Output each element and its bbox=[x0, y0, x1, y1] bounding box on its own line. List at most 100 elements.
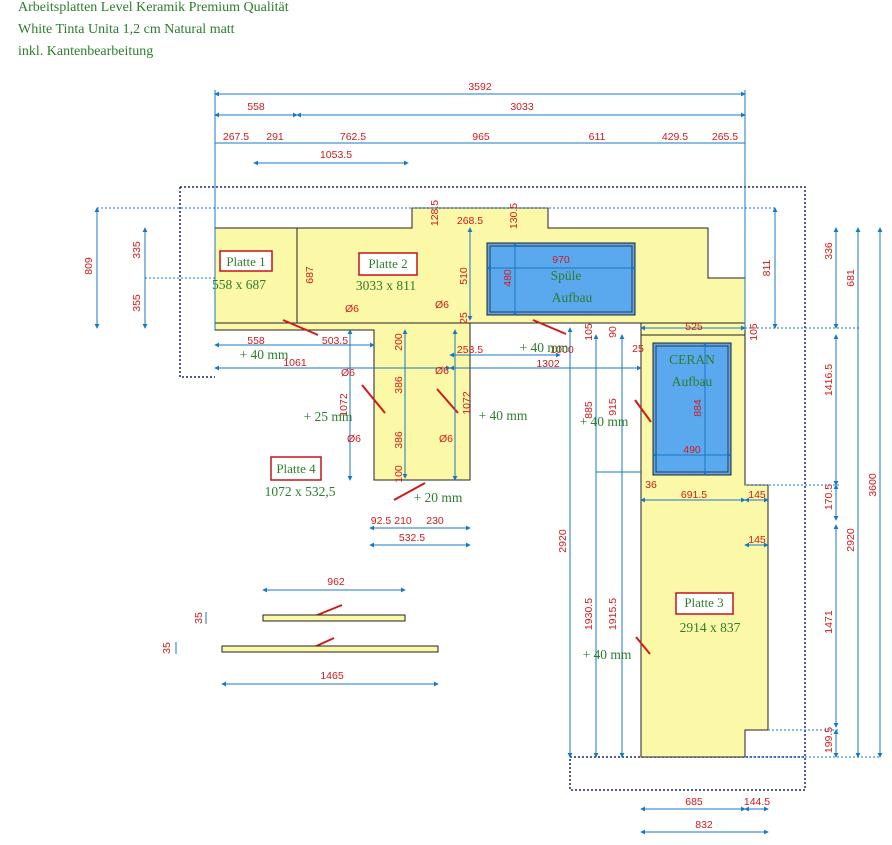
dim-1061: 1061 bbox=[283, 357, 307, 369]
dim-100: 100 bbox=[393, 465, 405, 483]
dim-762: 762.5 bbox=[340, 131, 366, 143]
cut-mark bbox=[282, 319, 319, 336]
dim-d6-d: Ø6 bbox=[435, 365, 449, 377]
dim-right-170: 170.5 bbox=[823, 484, 835, 510]
dim-915: 915 bbox=[607, 398, 619, 416]
ceran-label-2: Aufbau bbox=[672, 374, 713, 389]
dim-36: 36 bbox=[645, 479, 657, 491]
dim-510: 510 bbox=[458, 267, 470, 285]
cut-mark bbox=[393, 482, 426, 501]
cut-mark bbox=[532, 319, 567, 335]
dim-total-width: 3592 bbox=[468, 81, 492, 93]
sink-cutout-inner bbox=[489, 245, 633, 313]
dim-355: 355 bbox=[131, 294, 143, 312]
dim-right-1416: 1416.5 bbox=[823, 364, 835, 396]
dim-335: 335 bbox=[131, 241, 143, 259]
dim-d6-f: Ø6 bbox=[439, 433, 453, 445]
dim-right-1471: 1471 bbox=[823, 610, 835, 634]
dim-1302: 1302 bbox=[536, 358, 560, 370]
plate-2-label: Platte 2 bbox=[368, 256, 407, 271]
dim-230: 230 bbox=[426, 515, 444, 527]
plate-1-size: 558 x 687 bbox=[212, 277, 266, 292]
dim-144: 144.5 bbox=[744, 796, 770, 808]
note-plate-3-lower: + 40 mm bbox=[583, 647, 632, 662]
dim-1915: 1915.5 bbox=[607, 598, 619, 630]
note-plate-3-upper: + 40 mm bbox=[580, 414, 629, 429]
dim-291: 291 bbox=[266, 131, 284, 143]
dim-25b: 25 bbox=[632, 343, 644, 355]
ceran-cutout-inner bbox=[655, 345, 729, 473]
dim-832: 832 bbox=[695, 819, 713, 831]
dim-right-681: 681 bbox=[845, 269, 857, 287]
dim-558-mid: 558 bbox=[247, 335, 265, 347]
plate-4-size: 1072 x 532,5 bbox=[265, 484, 336, 499]
dim-strip-2-width: 1465 bbox=[320, 670, 344, 682]
dim-right-2920: 2920 bbox=[845, 528, 857, 552]
note-plate-4-right: + 40 mm bbox=[479, 408, 528, 423]
ceran-label-1: CERAN bbox=[669, 352, 715, 367]
dim-strip-1-height: 35 bbox=[193, 612, 205, 624]
wall-outline-left bbox=[179, 187, 215, 378]
dim-105b: 105 bbox=[748, 323, 760, 341]
dim-d6-c: Ø6 bbox=[341, 367, 355, 379]
dim-3033-top: 3033 bbox=[510, 101, 534, 113]
dim-right-336: 336 bbox=[823, 242, 835, 260]
plate-3-label: Platte 3 bbox=[684, 595, 723, 610]
dim-811: 811 bbox=[761, 259, 773, 276]
dim-685: 685 bbox=[685, 796, 703, 808]
dim-1053: 1053.5 bbox=[320, 149, 352, 161]
cut-mark bbox=[634, 399, 652, 423]
strip-2 bbox=[221, 645, 439, 653]
dim-200: 200 bbox=[393, 333, 405, 351]
dim-145a: 145 bbox=[748, 489, 766, 501]
plate-2-size: 3033 x 811 bbox=[356, 278, 416, 293]
plate-4-label: Platte 4 bbox=[276, 461, 316, 476]
dim-532: 532.5 bbox=[399, 532, 425, 544]
plate-4-label-box bbox=[270, 456, 322, 481]
dim-386b: 386 bbox=[393, 431, 405, 449]
dim-25: 25 bbox=[458, 312, 470, 324]
dim-210: 210 bbox=[394, 515, 412, 527]
dim-611: 611 bbox=[589, 131, 606, 143]
dim-1930: 1930.5 bbox=[583, 598, 595, 630]
dim-809: 809 bbox=[83, 257, 95, 275]
dim-558-top: 558 bbox=[247, 101, 265, 113]
dim-2920-left: 2920 bbox=[557, 529, 569, 553]
header-line-1: Arbeitsplatten Level Keramik Premium Qua… bbox=[18, 0, 289, 15]
dim-d6-b: Ø6 bbox=[435, 299, 449, 311]
plate-2-label-box bbox=[358, 252, 418, 276]
dim-ceran-height: 884 bbox=[692, 399, 704, 417]
dim-d6-e: Ø6 bbox=[347, 433, 361, 445]
dim-1072b: 1072 bbox=[461, 391, 473, 415]
note-plate-2-mid: + 40 mm bbox=[520, 340, 569, 355]
dim-90: 90 bbox=[607, 326, 619, 338]
cut-mark bbox=[635, 636, 651, 655]
cut-mark bbox=[361, 384, 386, 414]
dim-128: 128.5 bbox=[429, 200, 441, 226]
dim-1000: 1000 bbox=[550, 344, 574, 356]
dim-105a: 105 bbox=[583, 323, 595, 341]
dim-253: 253.5 bbox=[457, 344, 483, 356]
header-line-2: White Tinta Unita 1,2 cm Natural matt bbox=[18, 22, 235, 37]
dim-right-3600: 3600 bbox=[867, 473, 879, 497]
dim-92: 92.5 bbox=[371, 515, 392, 527]
dim-525: 525 bbox=[685, 321, 703, 333]
dim-268: 268.5 bbox=[457, 215, 483, 227]
dim-885: 885 bbox=[583, 401, 595, 419]
dim-965: 965 bbox=[472, 131, 490, 143]
dim-691: 691.5 bbox=[681, 489, 707, 501]
dim-429: 429.5 bbox=[662, 131, 688, 143]
plate-1-label: Platte 1 bbox=[226, 254, 265, 269]
dim-sink-width: 970 bbox=[552, 254, 570, 266]
dim-267: 267.5 bbox=[223, 131, 249, 143]
cut-mark bbox=[314, 604, 343, 617]
dim-687: 687 bbox=[304, 266, 316, 284]
dim-265: 265.5 bbox=[712, 131, 738, 143]
dim-strip-2-height: 35 bbox=[161, 642, 173, 654]
dimension-lines bbox=[94, 90, 883, 835]
sink-label-2: Aufbau bbox=[552, 290, 593, 305]
dim-right-199: 199.5 bbox=[823, 727, 835, 753]
dim-d6-a: Ø6 bbox=[345, 303, 359, 315]
plate-3-label-box bbox=[675, 592, 734, 615]
